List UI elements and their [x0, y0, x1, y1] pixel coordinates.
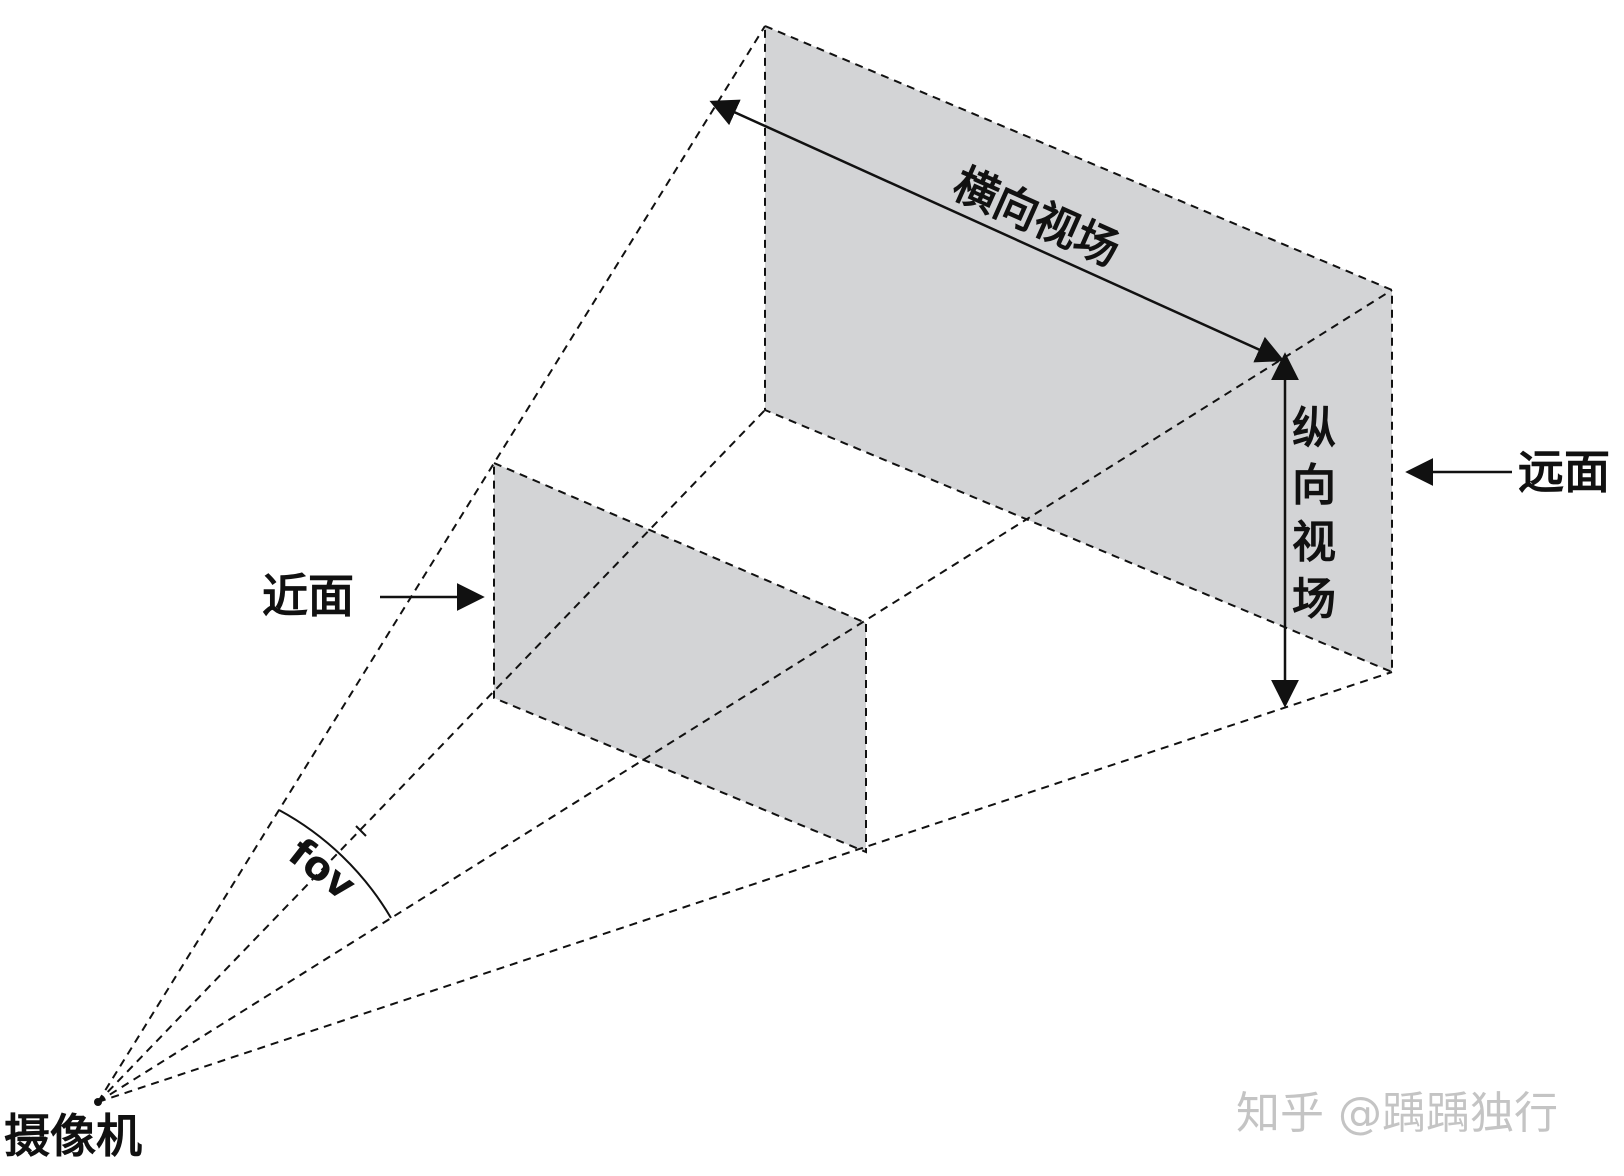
frustum-edges [97, 25, 1393, 1103]
vertical-fov-char-4: 场 [1292, 574, 1336, 625]
near-plane [493, 461, 867, 854]
vertical-fov-label: 纵 向 视 场 [1292, 403, 1336, 625]
frustum-edge-top-right [97, 289, 1393, 1103]
frustum-edge-bottom-right [97, 671, 1393, 1103]
watermark: 知乎 @踽踽独行 [1236, 1088, 1558, 1139]
horizontal-fov-arrow [709, 99, 1285, 363]
fov-tick [355, 825, 367, 837]
vertical-fov-char-3: 视 [1292, 517, 1336, 568]
camera-label: 摄像机 [4, 1109, 142, 1163]
frustum-edge-bottom-left [97, 409, 766, 1103]
vertical-fov-char-1: 纵 [1292, 403, 1336, 454]
fov-arc [278, 809, 392, 919]
near-plane-label: 近面 [262, 569, 354, 623]
vertical-fov-char-2: 向 [1292, 460, 1336, 511]
camera-point [94, 1098, 102, 1106]
far-plane-label: 远面 [1518, 445, 1610, 499]
frustum-edge-top-left [97, 25, 766, 1103]
fov-label: fov [280, 830, 364, 910]
